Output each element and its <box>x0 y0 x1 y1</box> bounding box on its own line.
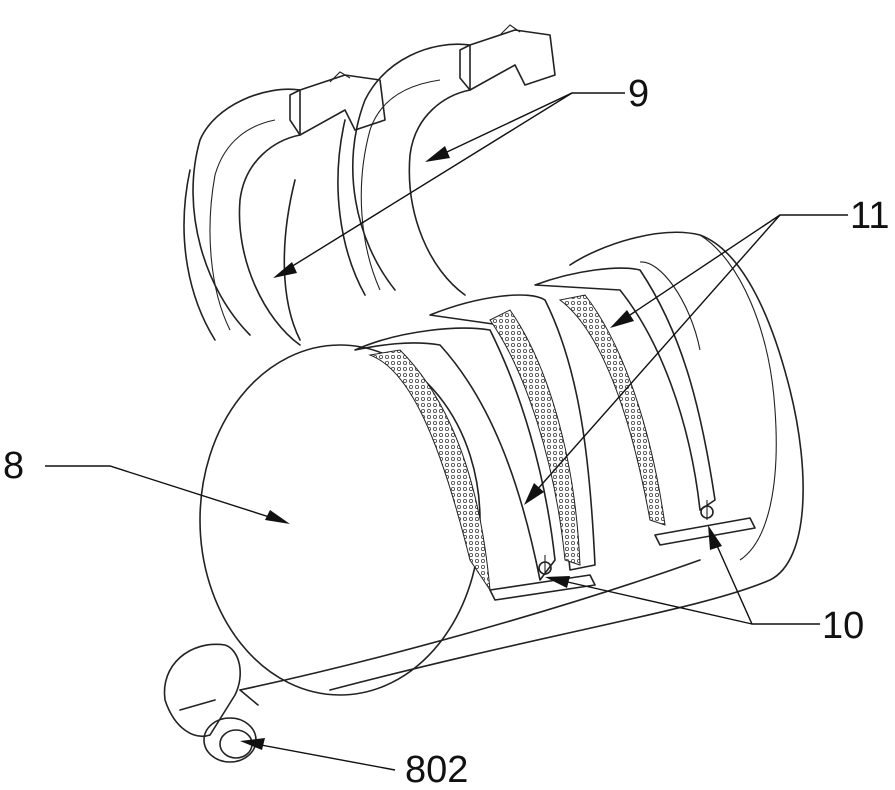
callout-8: 8 <box>3 445 24 487</box>
cylinder-body <box>239 231 804 691</box>
leader-8 <box>45 465 290 524</box>
leader-9 <box>273 92 625 278</box>
leader-11 <box>524 214 848 505</box>
pipe-elbow <box>163 643 259 763</box>
clamp-band-right <box>283 24 556 341</box>
mesh-band-rear <box>534 267 716 526</box>
callout-9: 9 <box>628 73 649 115</box>
callout-802: 802 <box>405 749 468 790</box>
bolt-foot-right <box>654 500 756 546</box>
leader-10 <box>545 525 820 625</box>
clamp-band-left <box>183 71 386 346</box>
mesh-band-middle <box>429 294 596 571</box>
leader-802 <box>240 738 396 771</box>
callout-11: 11 <box>850 195 889 237</box>
end-cap-dome <box>199 344 481 696</box>
callout-10: 10 <box>822 605 864 647</box>
